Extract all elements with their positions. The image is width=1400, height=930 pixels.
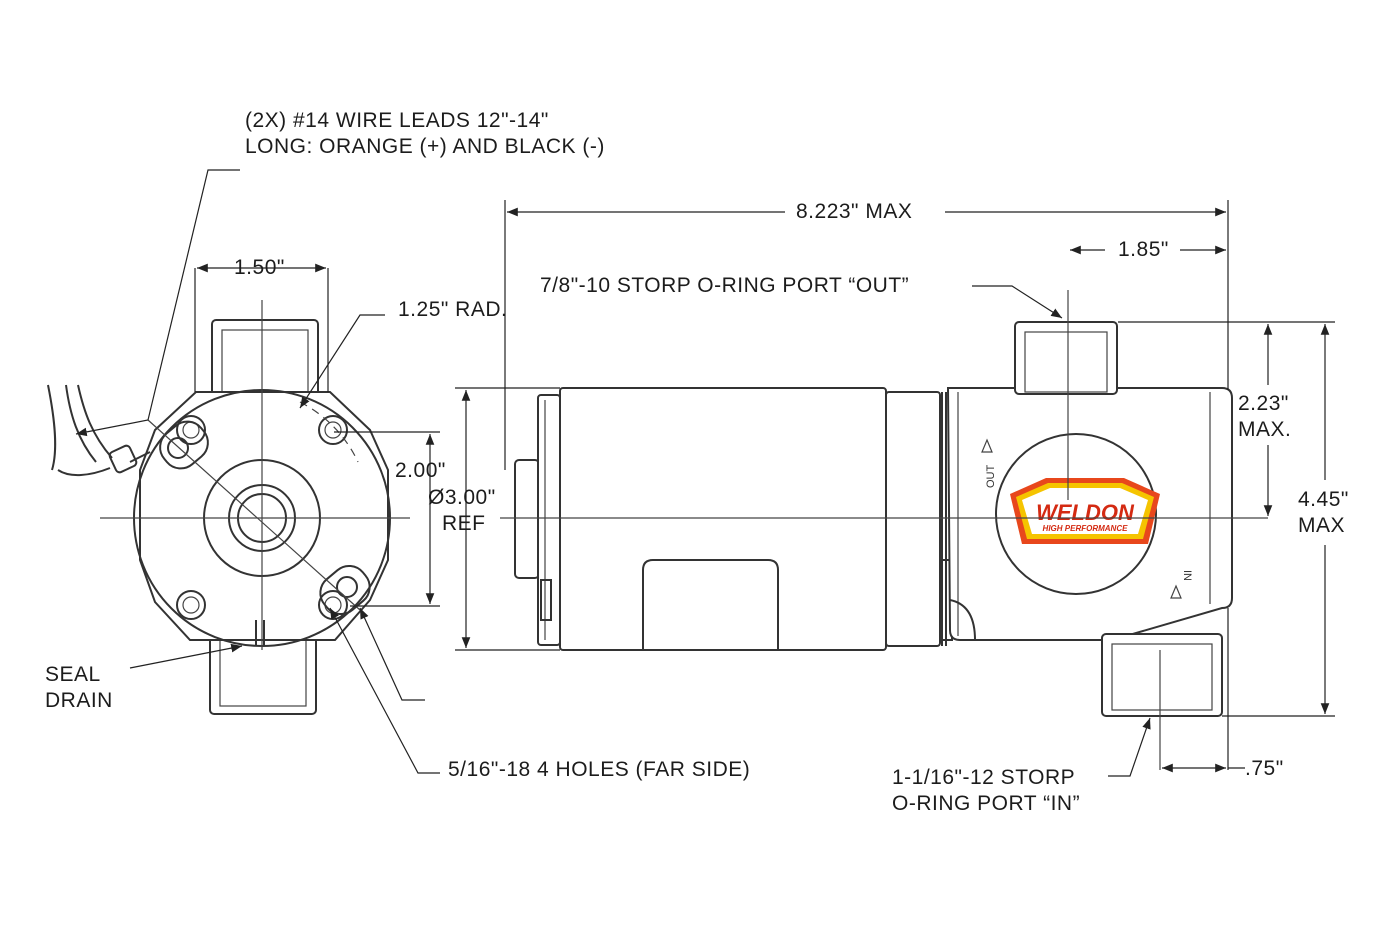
dim-top-height-label-2: MAX. xyxy=(1238,418,1291,441)
dim-top-height-label: 2.23" xyxy=(1238,392,1289,415)
wire-leads-label: (2X) #14 WIRE LEADS 12"-14" xyxy=(245,109,549,132)
end-view-dimensions xyxy=(75,169,440,774)
body-in-mark: IN xyxy=(1181,570,1193,581)
bolt-hole xyxy=(318,415,348,445)
port-in xyxy=(1101,633,1223,717)
coupling xyxy=(885,391,941,647)
dim-width-label: 1.50" xyxy=(234,256,285,279)
logo-inner xyxy=(1022,488,1148,534)
dim-port-offset-label: 1.85" xyxy=(1118,238,1169,261)
bolt-hole xyxy=(176,415,206,445)
wire-lead xyxy=(47,384,57,471)
dim-bolt-spacing-label: 2.00" xyxy=(395,459,446,482)
dim-overall-height-label-2: MAX xyxy=(1298,514,1345,537)
motor-label-plate xyxy=(642,559,779,650)
side-view-dimensions xyxy=(455,200,1335,777)
wire-leads-label-2: LONG: ORANGE (+) AND BLACK (-) xyxy=(245,135,605,158)
dim-diameter-label: Ø3.00" xyxy=(428,486,496,509)
port-in-label-2: O-RING PORT “IN” xyxy=(892,792,1080,815)
end-housing xyxy=(139,391,389,641)
labels: (2X) #14 WIRE LEADS 12"-14" LONG: ORANGE… xyxy=(45,109,1349,815)
top-port xyxy=(211,319,319,401)
dim-radius-label: 1.25" RAD. xyxy=(398,298,507,321)
body-out-mark: OUT xyxy=(985,465,997,489)
dim-overall-length-label: 8.223" MAX xyxy=(796,200,912,223)
holes-label: 5/16"-18 4 HOLES (FAR SIDE) xyxy=(448,758,750,781)
logo-brand: WELDON xyxy=(1036,500,1135,525)
end-view xyxy=(47,300,410,715)
logo-tagline: HIGH PERFORMANCE xyxy=(1043,524,1129,533)
weldon-logo: WELDON HIGH PERFORMANCE xyxy=(1010,478,1160,544)
dim-overall-height-label: 4.45" xyxy=(1298,488,1349,511)
dim-diameter-label-2: REF xyxy=(442,512,486,535)
seal-drain-label-2: DRAIN xyxy=(45,689,113,712)
bolt-hole xyxy=(176,590,206,620)
seal-drain-label: SEAL xyxy=(45,663,101,686)
dim-port-in-offset-label: .75" xyxy=(1245,757,1284,780)
port-out-label: 7/8"-10 STORP O-RING PORT “OUT” xyxy=(540,274,909,297)
port-out xyxy=(1014,321,1118,395)
port-in-label: 1-1/16"-12 STORP xyxy=(892,766,1075,789)
motor-body xyxy=(559,387,887,651)
